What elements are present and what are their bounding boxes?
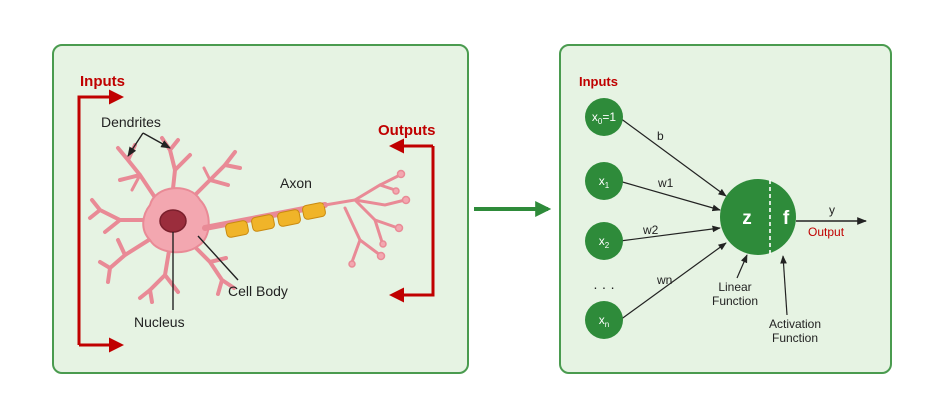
svg-text:x1: x1 (599, 174, 610, 190)
weight-label-w2: w2 (642, 223, 659, 237)
linear-function-label-line2: Function (712, 294, 758, 308)
inputs-bracket (77, 89, 124, 353)
output-label: Output (808, 225, 845, 239)
dendrites-label: Dendrites (101, 114, 161, 130)
nucleus-label: Nucleus (134, 314, 185, 330)
perceptron-neuron: z f (720, 179, 796, 255)
outputs-bracket (389, 138, 435, 303)
weight-label-b: b (657, 129, 664, 143)
perceptron-inputs-label: Inputs (579, 74, 618, 89)
linear-function-label-line1: Linear (718, 280, 751, 294)
neuron-outputs-label: Outputs (378, 122, 436, 139)
z-label: z (742, 208, 752, 229)
svg-text:xn: xn (599, 313, 609, 329)
input-node-x1: x1 (585, 162, 623, 200)
weight-connections (618, 117, 727, 321)
input-node-x2: x2 (585, 222, 623, 260)
neuron-inputs-label: Inputs (80, 73, 125, 90)
axon-terminal-bulbs (348, 169, 411, 268)
ellipsis-label: · · · (593, 279, 615, 295)
dendrites (88, 136, 242, 304)
y-label: y (829, 203, 835, 217)
myelin-sheath (225, 202, 326, 238)
axon-terminals (323, 173, 407, 264)
weight-label-wn: wn (656, 273, 672, 287)
input-node-x0: x0=1 (585, 98, 623, 136)
axon-label: Axon (280, 175, 312, 191)
f-label: f (783, 208, 790, 229)
weight-label-w1: w1 (657, 176, 674, 190)
nucleus (159, 209, 187, 233)
svg-text:x0=1: x0=1 (592, 110, 616, 126)
activation-function-label-line2: Function (772, 331, 818, 345)
input-node-xn: xn (585, 301, 623, 339)
svg-text:x2: x2 (599, 234, 610, 250)
cell-body-label: Cell Body (228, 283, 288, 299)
activation-function-label-line1: Activation (769, 317, 821, 331)
